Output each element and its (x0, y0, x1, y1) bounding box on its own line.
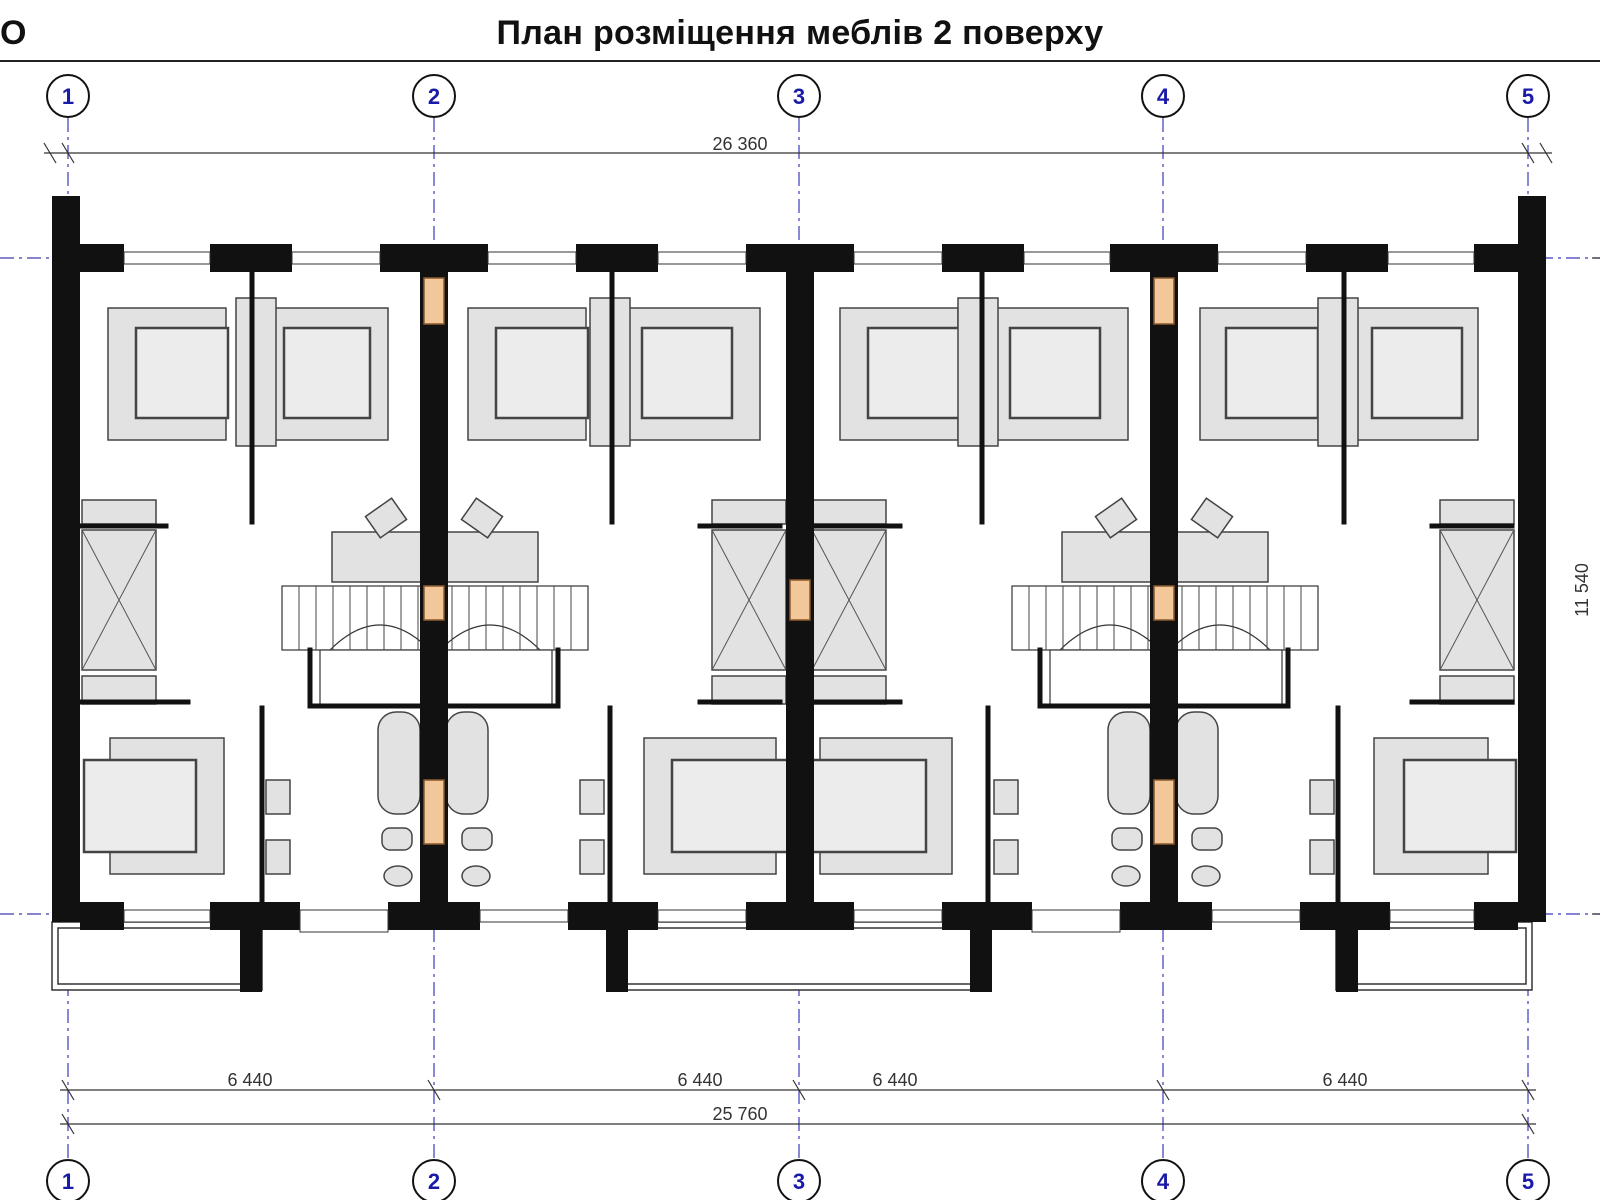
axis-marker-1-top: 1 (46, 74, 90, 118)
axis-marker-5-top: 5 (1506, 74, 1550, 118)
dimension-depth-right: 11 540 (1572, 563, 1592, 617)
ventilation-shafts (423, 277, 1175, 845)
interior-walls (77, 269, 1515, 905)
axis-label: 1 (62, 84, 74, 109)
dimension-bay-1-2: 6 440 (227, 1070, 272, 1090)
axis-marker-5-bottom: 5 (1506, 1159, 1550, 1200)
bathtub (1107, 711, 1151, 815)
axis-marker-3-top: 3 (777, 74, 821, 118)
bottom-axis-markers: 1 2 3 4 5 (46, 1159, 1550, 1200)
axis-label: 5 (1522, 1169, 1534, 1194)
bed (134, 326, 230, 420)
dimension-bay-4-5: 6 440 (1322, 1070, 1367, 1090)
axis-label: 1 (62, 1169, 74, 1194)
page-title: План розміщення меблів 2 поверху (496, 14, 1104, 52)
bed (82, 758, 198, 854)
stair-treads (298, 586, 1302, 650)
top-axis-markers: 1 2 3 4 5 (46, 74, 1550, 118)
axis-marker-3-bottom: 3 (777, 1159, 821, 1200)
axis-label: 3 (793, 1169, 805, 1194)
dimension-bay-2-3: 6 440 (677, 1070, 722, 1090)
bed (1402, 758, 1518, 854)
axis-marker-4-top: 4 (1141, 74, 1185, 118)
axis-marker-4-bottom: 4 (1141, 1159, 1185, 1200)
axis-marker-2-bottom: 2 (412, 1159, 456, 1200)
dimension-overall-bottom: 25 760 (712, 1104, 767, 1124)
bed (494, 326, 590, 420)
bed (640, 326, 734, 420)
bed (1370, 326, 1464, 420)
bed (282, 326, 372, 420)
axis-label: 2 (428, 84, 440, 109)
bathtub (1175, 711, 1219, 815)
facade-windows (123, 251, 1475, 933)
dimension-bay-3-4: 6 440 (872, 1070, 917, 1090)
sheet-fragment-text: O (0, 14, 27, 52)
axis-label: 4 (1157, 84, 1170, 109)
title-underline (0, 60, 1600, 62)
axis-label: 3 (793, 84, 805, 109)
bathtub (377, 711, 421, 815)
dimension-overall-top: 26 360 (712, 134, 767, 154)
wall-right (1518, 196, 1546, 922)
axis-label: 5 (1522, 84, 1534, 109)
bed (808, 758, 928, 854)
bathtub (445, 711, 489, 815)
main-walls (52, 196, 1546, 992)
axis-label: 2 (428, 1169, 440, 1194)
wardrobe-crosses (81, 529, 1515, 671)
wall-left (52, 196, 80, 922)
dimension-lines (43, 142, 1600, 1135)
dimension-labels: 26 360 6 440 6 440 6 440 6 440 25 760 11… (227, 134, 1592, 1124)
axis-marker-1-bottom: 1 (46, 1159, 90, 1200)
bed (866, 326, 962, 420)
furniture (81, 297, 1518, 887)
bed (670, 758, 790, 854)
axis-label: 4 (1157, 1169, 1170, 1194)
bed (1008, 326, 1102, 420)
balconies (51, 921, 1533, 991)
bed (1224, 326, 1320, 420)
axis-marker-2-top: 2 (412, 74, 456, 118)
wall-party-3 (786, 244, 814, 904)
